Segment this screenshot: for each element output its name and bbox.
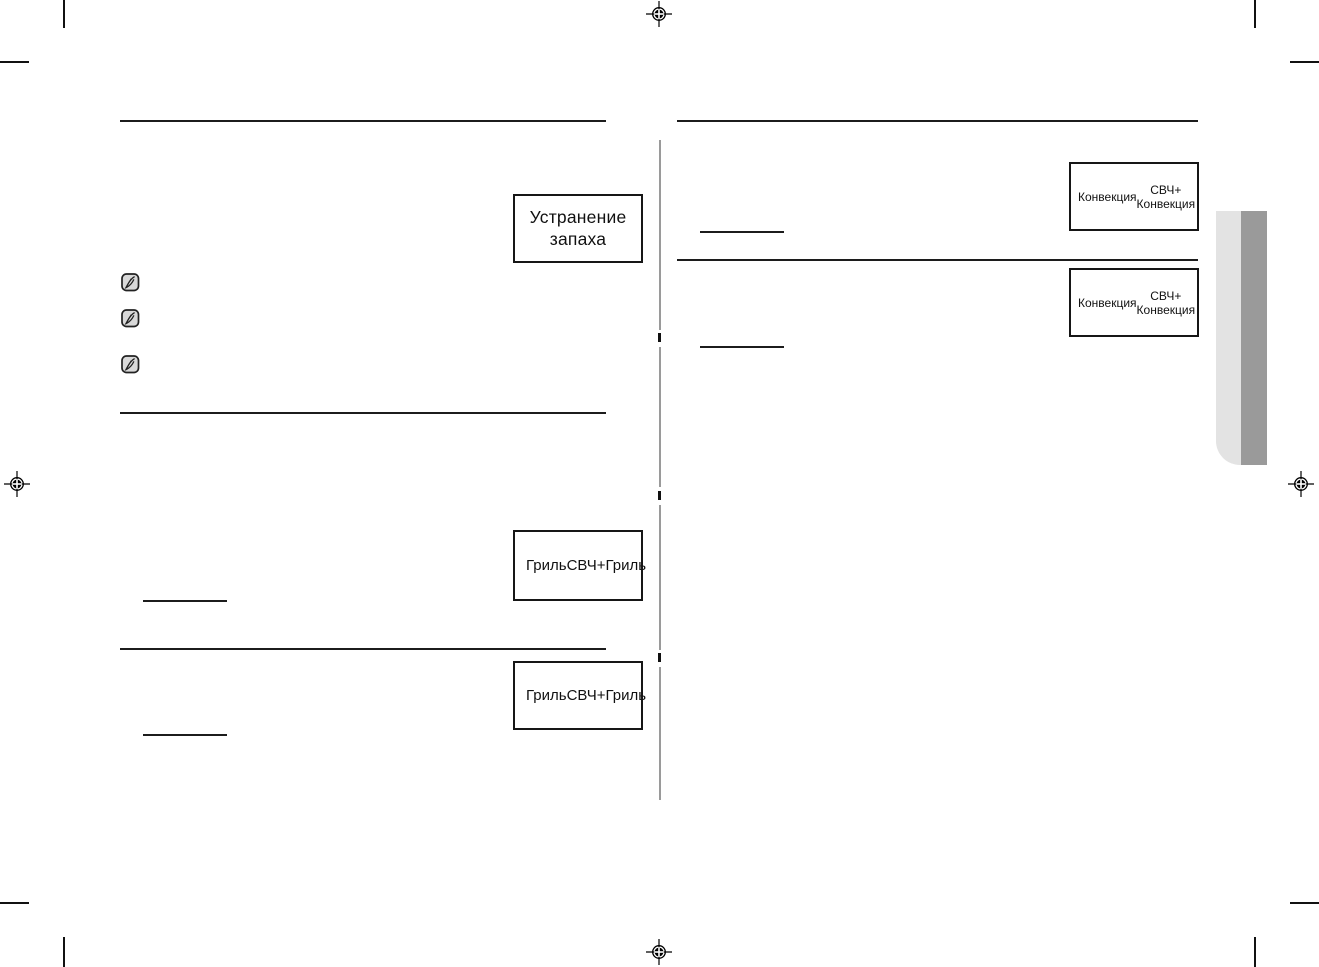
display-panel-odor-text: Устранение запаха <box>530 207 627 251</box>
crop-mark-top-left-horizontal <box>0 61 29 63</box>
chapter-side-tab-light <box>1216 211 1241 465</box>
note-pencil-icon <box>121 355 140 374</box>
crop-mark-bottom-left-vertical <box>63 937 65 967</box>
mw-plus-line: СВЧ+ <box>1150 182 1182 197</box>
registration-mark-top-center <box>646 1 672 27</box>
blank-underline <box>143 734 227 736</box>
note-pencil-icon <box>121 309 140 328</box>
mw-plus-grill-label: СВЧ+Гриль <box>566 557 647 574</box>
display-panel-box-odor: Устранение запаха <box>513 194 643 263</box>
mw-plus-line: СВЧ+ <box>1150 288 1182 303</box>
crop-mark-bottom-right-vertical <box>1254 937 1256 967</box>
odor-line-2: запаха <box>549 228 607 249</box>
convection-line: Конвекция <box>1136 196 1196 211</box>
crop-mark-bottom-left-horizontal <box>0 902 29 904</box>
mw-plus-convection-label: СВЧ+ Конвекция <box>1137 183 1196 211</box>
registration-mark-bottom-center <box>646 939 672 965</box>
display-panel-box-convection-1: Конвекция СВЧ+ Конвекция <box>1069 162 1199 231</box>
right-page-section-rule-1 <box>677 120 1198 122</box>
right-page-section-rule-2 <box>677 259 1198 261</box>
display-panel-box-grill-1: Гриль СВЧ+Гриль <box>513 530 646 601</box>
column-divider-segment <box>659 667 661 800</box>
convection-label: Конвекция <box>1078 189 1137 204</box>
grill-label: Гриль <box>526 557 567 574</box>
column-divider-segment <box>659 140 661 330</box>
registration-mark-right-middle <box>1288 471 1314 497</box>
crop-mark-top-right-horizontal <box>1290 61 1319 63</box>
blank-underline <box>143 600 227 602</box>
convection-label: Конвекция <box>1078 295 1137 310</box>
chapter-side-tab-dark <box>1241 211 1267 465</box>
left-page-section-rule-1 <box>120 120 606 122</box>
display-panel-box-grill-2: Гриль СВЧ+Гриль <box>513 661 646 730</box>
display-panel-box-convection-2: Конвекция СВЧ+ Конвекция <box>1069 268 1199 337</box>
blank-underline <box>700 231 784 233</box>
crop-mark-top-left-vertical <box>63 0 65 28</box>
column-divider-tick <box>658 491 661 500</box>
mw-plus-grill-label: СВЧ+Гриль <box>566 687 647 704</box>
convection-line: Конвекция <box>1136 302 1196 317</box>
odor-line-1: Устранение <box>529 206 627 227</box>
column-divider-tick <box>658 333 661 342</box>
crop-mark-top-right-vertical <box>1254 0 1256 28</box>
registration-mark-left-middle <box>4 471 30 497</box>
left-page-section-rule-2 <box>120 412 606 414</box>
column-divider-segment <box>659 505 661 650</box>
chapter-side-tab <box>1216 211 1267 465</box>
left-page-section-rule-3 <box>120 648 606 650</box>
grill-label: Гриль <box>526 687 567 704</box>
column-divider-tick <box>658 653 661 662</box>
column-divider-segment <box>659 347 661 487</box>
blank-underline <box>700 346 784 348</box>
mw-plus-convection-label: СВЧ+ Конвекция <box>1137 289 1196 317</box>
crop-mark-bottom-right-horizontal <box>1290 902 1319 904</box>
note-pencil-icon <box>121 273 140 292</box>
